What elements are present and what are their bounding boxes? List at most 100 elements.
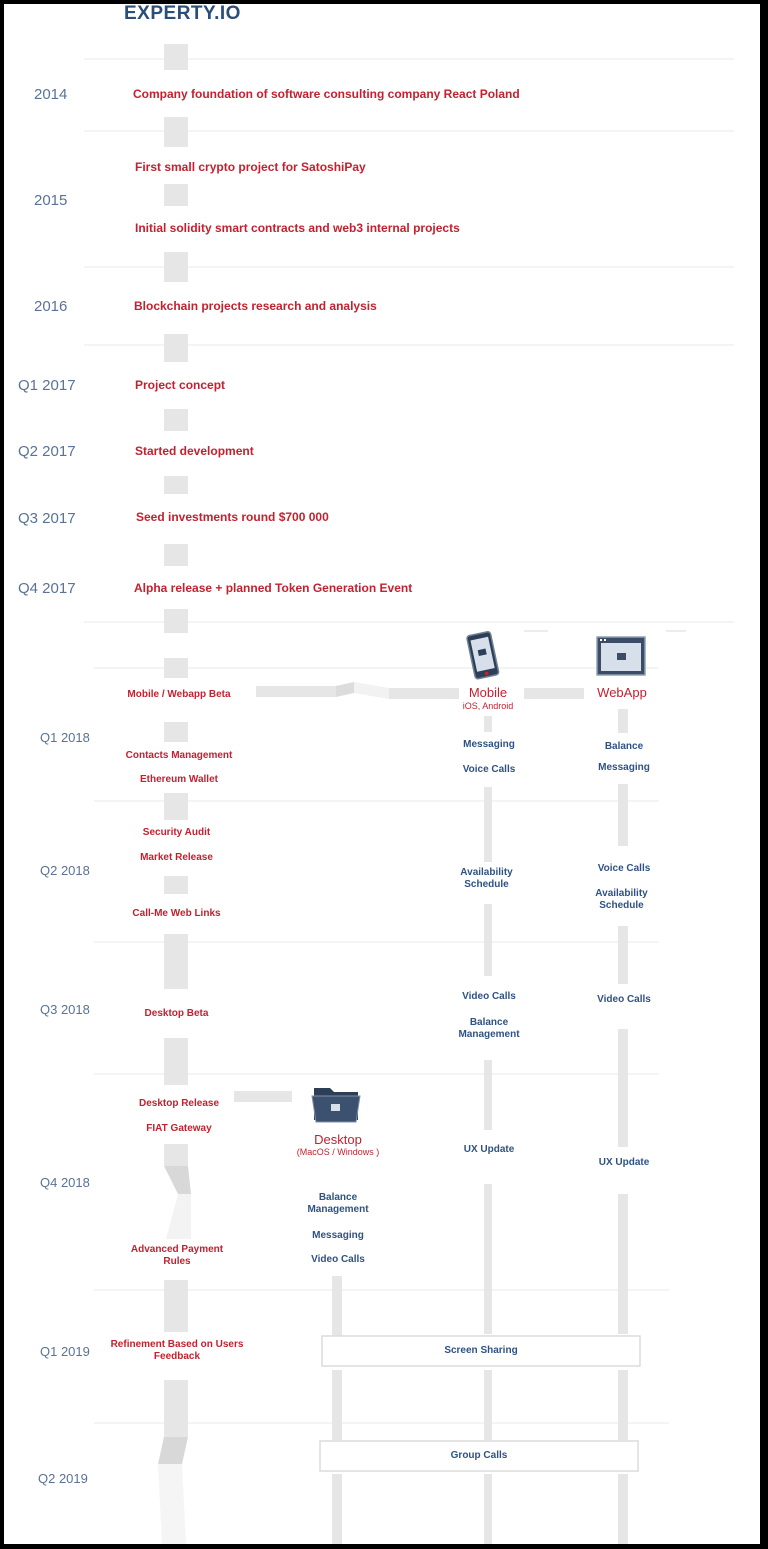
- mobile-subtitle: iOS, Android: [462, 701, 514, 711]
- quarter-label: Q1 2018: [40, 730, 90, 745]
- group-calls-bar: [319, 1440, 639, 1472]
- browser-window-icon: [596, 636, 646, 676]
- branch-line-desktop: [234, 1091, 292, 1102]
- milestone-label: Market Release: [140, 852, 213, 863]
- mobile-track: [484, 1060, 492, 1130]
- quarter-label: Q1 2019: [40, 1344, 90, 1359]
- branch-line: [389, 688, 459, 699]
- desktop-feature: Balance Management: [307, 1192, 369, 1215]
- quarter-label: Q4 2018: [40, 1175, 90, 1190]
- year-label: 2016: [34, 298, 68, 315]
- roadmap-canvas: EXPERTY.IO 2014 2015 2016 Q1 2017 Q2 201…: [4, 4, 760, 1544]
- screen-sharing-bar: [321, 1335, 641, 1367]
- webapp-track: [618, 1474, 628, 1544]
- mobile-track: [484, 1184, 492, 1334]
- timeline-fade: [166, 1194, 191, 1239]
- milestone-label: Refinement Based on Users Feedback: [110, 1339, 244, 1362]
- mobile-feature: Video Calls: [462, 991, 516, 1002]
- event-label: Company foundation of software consultin…: [133, 87, 520, 101]
- timeline-segment: [164, 876, 188, 894]
- timeline-segment: [164, 544, 188, 566]
- phone-icon: [466, 631, 500, 680]
- event-label: First small crypto project for SatoshiPa…: [135, 160, 366, 174]
- year-label: Q4 2017: [18, 580, 76, 597]
- desktop-feature: Messaging: [312, 1230, 364, 1241]
- mobile-title: Mobile: [468, 685, 508, 700]
- event-label: Started development: [135, 444, 254, 458]
- event-label: Seed investments round $700 000: [136, 510, 329, 524]
- webapp-title: WebApp: [597, 685, 647, 700]
- webapp-track: [618, 1029, 628, 1147]
- milestone-label: Mobile / Webapp Beta: [127, 689, 231, 700]
- event-label: Initial solidity smart contracts and web…: [135, 221, 460, 235]
- desktop-title: Desktop: [314, 1132, 362, 1147]
- timeline-segment: [164, 1144, 188, 1166]
- timeline-bend: [158, 1437, 188, 1464]
- mobile-feature: Messaging: [463, 739, 515, 750]
- desktop-track: [332, 1276, 342, 1336]
- branch-line: [524, 688, 584, 699]
- timeline-segment: [164, 334, 188, 362]
- mobile-track: [484, 1474, 492, 1544]
- desktop-subtitle: (MacOS / Windows ): [296, 1147, 380, 1157]
- timeline-segment: [164, 1038, 188, 1085]
- mobile-feature: UX Update: [463, 1144, 515, 1155]
- mobile-feature: Availability Schedule: [460, 867, 513, 890]
- event-label: Blockchain projects research and analysi…: [134, 299, 377, 313]
- desktop-track: [332, 1474, 342, 1544]
- timeline-segment: [164, 252, 188, 282]
- webapp-track: [618, 926, 628, 984]
- timeline-segment: [164, 1380, 188, 1437]
- timeline-segment: [164, 44, 188, 70]
- folder-icon: [311, 1088, 361, 1123]
- year-label: Q2 2017: [18, 443, 76, 460]
- year-label: Q3 2017: [18, 510, 76, 527]
- milestone-label: Desktop Beta: [144, 1008, 209, 1019]
- mobile-track: [484, 787, 492, 862]
- milestone-label: Desktop Release: [138, 1098, 220, 1109]
- milestone-label: FIAT Gateway: [146, 1123, 212, 1134]
- webapp-track: [618, 784, 628, 846]
- webapp-track: [618, 709, 628, 733]
- mobile-feature: Voice Calls: [462, 764, 516, 775]
- timeline-segment: [164, 609, 188, 633]
- shared-feature-label: Screen Sharing: [444, 1345, 518, 1356]
- mobile-feature: Balance Management: [458, 1017, 520, 1040]
- webapp-feature: Video Calls: [597, 994, 651, 1005]
- webapp-track: [618, 1370, 628, 1440]
- year-label: 2014: [34, 86, 68, 103]
- timeline-fade: [158, 1464, 186, 1544]
- milestone-label: Contacts Management: [125, 750, 233, 761]
- branch-line: [256, 686, 336, 697]
- mobile-track: [484, 1370, 492, 1440]
- event-label: Project concept: [135, 378, 226, 392]
- shared-feature-label: Group Calls: [450, 1450, 508, 1461]
- event-label: Alpha release + planned Token Generation…: [134, 581, 413, 595]
- timeline-segment: [164, 476, 188, 494]
- quarter-label: Q3 2018: [40, 1002, 90, 1017]
- desktop-feature: Video Calls: [311, 1254, 365, 1265]
- brand-logo: EXPERTY.IO: [124, 4, 241, 24]
- milestone-label: Security Audit: [142, 827, 211, 838]
- webapp-feature: Availability Schedule: [595, 888, 648, 911]
- timeline-graphics: [84, 44, 734, 1544]
- timeline-bend: [164, 1166, 191, 1194]
- milestone-label: Call-Me Web Links: [132, 908, 221, 919]
- mobile-track: [484, 904, 492, 976]
- desktop-track: [332, 1370, 342, 1440]
- milestone-label: Advanced Payment Rules: [130, 1244, 224, 1267]
- mobile-track: [484, 716, 492, 732]
- milestone-label: Ethereum Wallet: [140, 774, 218, 785]
- timeline-segment: [164, 117, 188, 147]
- quarter-label: Q2 2019: [38, 1471, 88, 1486]
- timeline-segment: [164, 793, 188, 820]
- webapp-track: [618, 1194, 628, 1334]
- webapp-feature: Messaging: [598, 762, 650, 773]
- timeline-segment: [164, 409, 188, 431]
- year-label: Q1 2017: [18, 377, 76, 394]
- quarter-label: Q2 2018: [40, 863, 90, 878]
- webapp-feature: Balance: [604, 741, 644, 752]
- webapp-feature: UX Update: [598, 1157, 650, 1168]
- webapp-feature: Voice Calls: [597, 863, 651, 874]
- timeline-segment: [164, 722, 188, 742]
